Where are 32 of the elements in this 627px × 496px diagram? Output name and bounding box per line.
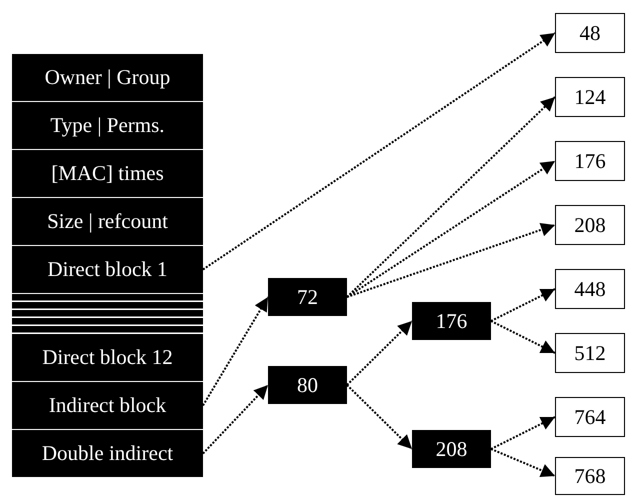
dotted-arrow	[202, 32, 556, 270]
data-block: 208	[555, 205, 625, 245]
data-block: 176	[555, 141, 625, 181]
dotted-arrow	[346, 160, 556, 298]
inode-field: Size | refcount	[12, 198, 203, 245]
inode-field: Double indirect	[12, 430, 203, 477]
dotted-arrow	[202, 296, 269, 406]
dotted-arrow	[346, 384, 413, 450]
dotted-arrow	[490, 416, 556, 450]
dotted-arrow	[346, 96, 556, 298]
dotted-arrow	[490, 448, 556, 477]
data-block: 448	[555, 269, 625, 309]
dotted-arrow	[490, 288, 556, 322]
data-block: 764	[555, 397, 625, 437]
inode-field: Type | Perms.	[12, 102, 203, 149]
pointer-block: 72	[268, 278, 347, 316]
data-block: 768	[555, 457, 625, 495]
dotted-arrow	[346, 222, 556, 298]
data-block: 512	[555, 333, 625, 373]
dotted-arrow	[202, 384, 269, 454]
pointer-block: 80	[268, 366, 347, 404]
pointer-block: 208	[412, 430, 491, 468]
dotted-arrow	[346, 320, 413, 386]
inode-field: Indirect block	[12, 382, 203, 429]
data-block: 48	[555, 13, 625, 53]
data-block: 124	[555, 77, 625, 117]
inode-field: Direct block 12	[12, 334, 203, 381]
inode-field: Owner | Group	[12, 54, 203, 101]
inode-field: [MAC] times	[12, 150, 203, 197]
inode-field: Direct block 1	[12, 246, 203, 293]
pointer-block: 176	[412, 302, 491, 340]
dotted-arrow	[490, 320, 556, 354]
